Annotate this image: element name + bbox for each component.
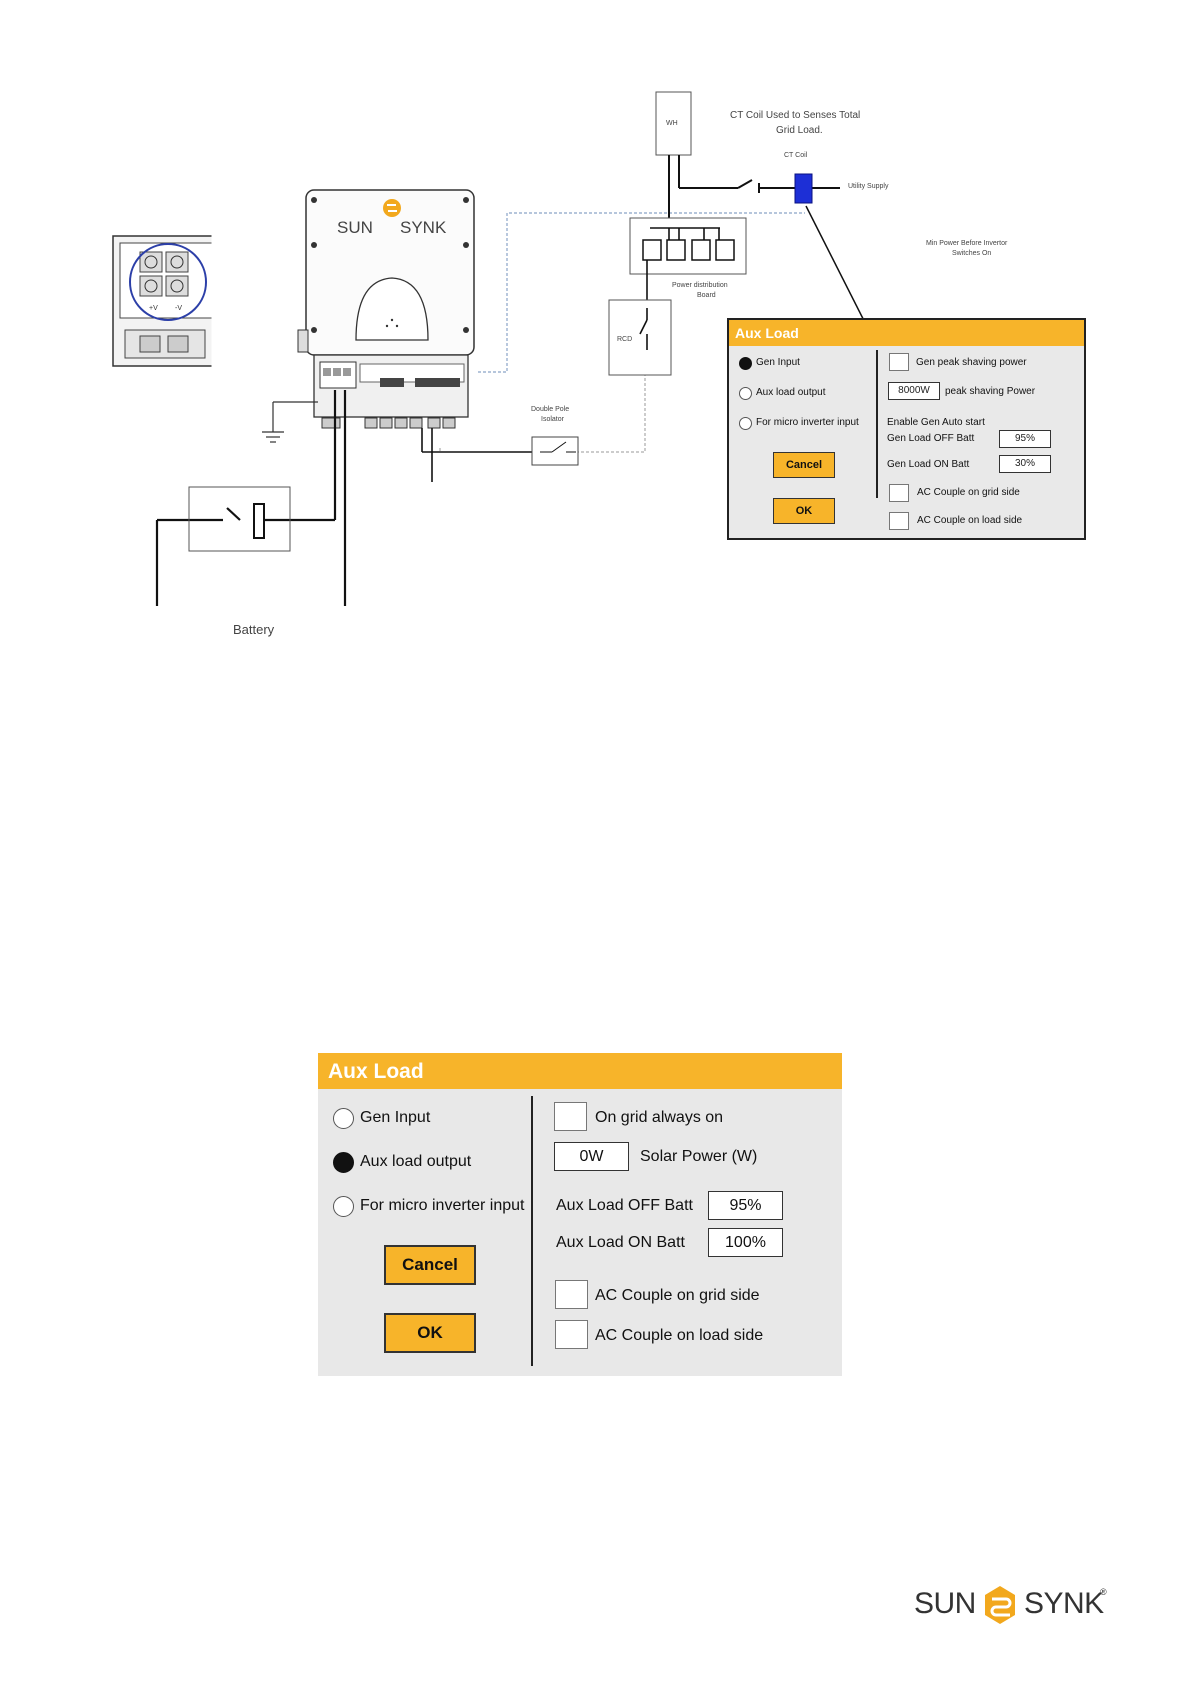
registered-mark: ® xyxy=(1100,1587,1107,1597)
gen-peak-shaving-label: Gen peak shaving power xyxy=(916,357,1027,368)
wh-label: WH xyxy=(666,120,678,127)
radio-micro-inverter-label: For micro inverter input xyxy=(360,1197,525,1214)
sunsynk-logo: SUN SYNK ® xyxy=(914,1586,1114,1627)
ac-couple-load-checkbox[interactable] xyxy=(889,512,909,530)
ok-button[interactable]: OK xyxy=(384,1313,476,1353)
radio-gen-input[interactable] xyxy=(739,357,752,370)
peak-shaving-power-label: peak shaving Power xyxy=(945,386,1036,397)
ac-couple-grid-checkbox[interactable] xyxy=(889,484,909,502)
radio-micro-inverter-label: For micro inverter input xyxy=(756,417,859,428)
aux-load-off-batt-label: Aux Load OFF Batt xyxy=(556,1197,693,1214)
aux-load-dialog: Aux Load Gen Input Aux load output For m… xyxy=(318,1053,842,1376)
inverter xyxy=(297,189,475,429)
radio-aux-load-output-label: Aux load output xyxy=(360,1153,472,1170)
aux-load-dialog-small: Aux Load Gen Input Aux load output For m… xyxy=(727,318,1086,540)
radio-gen-input-label: Gen Input xyxy=(360,1109,431,1126)
radio-aux-load-output-label: Aux load output xyxy=(756,387,826,398)
dialog-divider xyxy=(531,1096,533,1366)
ct-caption-line2: Grid Load. xyxy=(776,125,823,136)
solar-power-field[interactable]: 0W xyxy=(554,1142,629,1171)
earth-symbol xyxy=(262,401,318,443)
cancel-button[interactable]: Cancel xyxy=(773,452,835,478)
ac-couple-grid-checkbox[interactable] xyxy=(555,1280,588,1309)
gen-peak-shaving-checkbox[interactable] xyxy=(889,353,909,371)
aux-load-on-batt-field[interactable]: 100% xyxy=(708,1228,783,1257)
gen-load-on-batt-label: Gen Load ON Batt xyxy=(887,459,970,470)
radio-gen-input[interactable] xyxy=(333,1108,354,1129)
utility-supply-label: Utility Supply xyxy=(848,183,889,190)
pdb-label-line2: Board xyxy=(697,292,716,299)
ac-couple-load-label: AC Couple on load side xyxy=(595,1327,764,1344)
terminal-inset xyxy=(112,230,215,372)
wiring-diagram: SUN SYNK +V -V xyxy=(112,91,894,606)
logo-text-left: SUN xyxy=(914,1587,976,1620)
ac-couple-load-label: AC Couple on load side xyxy=(917,515,1023,526)
rcd-label: RCD xyxy=(617,336,633,343)
gen-load-off-batt-field[interactable]: 95% xyxy=(999,430,1051,448)
solar-power-label: Solar Power (W) xyxy=(640,1148,758,1165)
inverter-brand-right: SYNK xyxy=(400,218,447,237)
aux-load-on-batt-label: Aux Load ON Batt xyxy=(556,1234,685,1251)
aux-load-off-batt-field[interactable]: 95% xyxy=(708,1191,783,1220)
enable-gen-auto-start-label: Enable Gen Auto start xyxy=(887,417,985,428)
radio-aux-load-output[interactable] xyxy=(333,1152,354,1173)
cancel-button[interactable]: Cancel xyxy=(384,1245,476,1285)
min-power-line1: Min Power Before Invertor xyxy=(926,240,1008,247)
inverter-brand-left: SUN xyxy=(337,218,373,237)
ac-couple-load-checkbox[interactable] xyxy=(555,1320,588,1349)
gen-load-off-batt-label: Gen Load OFF Batt xyxy=(887,433,975,444)
ct-caption-line1: CT Coil Used to Senses Total xyxy=(730,110,861,121)
radio-aux-load-output[interactable] xyxy=(739,387,752,400)
dialog-title: Aux Load xyxy=(729,320,1084,346)
peak-shaving-power-field[interactable]: 8000W xyxy=(888,382,940,400)
isolator-label-line2: Isolator xyxy=(541,416,564,423)
terminal-plus-label: +V xyxy=(149,305,158,312)
dialog-divider xyxy=(876,350,878,498)
battery-label: Battery xyxy=(233,622,275,637)
ac-couple-grid-label: AC Couple on grid side xyxy=(595,1287,760,1304)
on-grid-always-on-checkbox[interactable] xyxy=(554,1102,587,1131)
ct-coil-label: CT Coil xyxy=(784,152,808,159)
ok-button[interactable]: OK xyxy=(773,498,835,524)
gen-load-on-batt-field[interactable]: 30% xyxy=(999,455,1051,473)
pdb-label-line1: Power distribution xyxy=(672,282,728,289)
terminal-minus-label: -V xyxy=(175,305,182,312)
radio-micro-inverter[interactable] xyxy=(333,1196,354,1217)
isolator-label-line1: Double Pole xyxy=(531,406,570,413)
battery-circuit xyxy=(155,390,347,606)
radio-gen-input-label: Gen Input xyxy=(756,357,800,368)
dialog-title: Aux Load xyxy=(318,1053,842,1089)
ac-couple-grid-label: AC Couple on grid side xyxy=(917,487,1020,498)
on-grid-always-on-label: On grid always on xyxy=(595,1109,724,1126)
logo-text-right: SYNK xyxy=(1024,1587,1104,1620)
logo-sun-icon xyxy=(985,1586,1015,1624)
radio-micro-inverter[interactable] xyxy=(739,417,752,430)
min-power-line2: Switches On xyxy=(952,250,992,257)
